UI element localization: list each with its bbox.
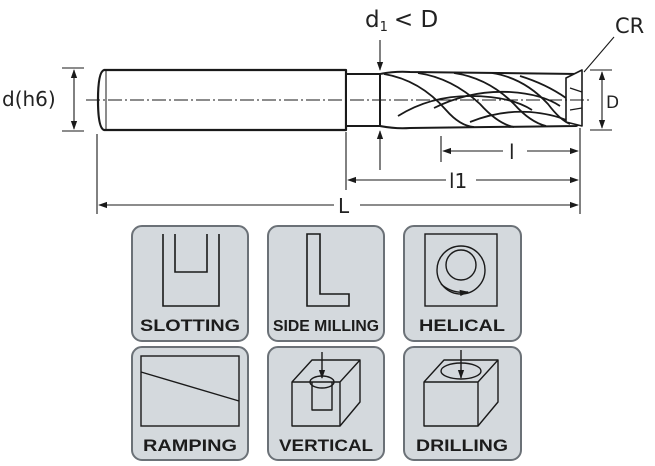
vertical-icon — [291, 352, 361, 427]
tile-label-helical: HELICAL — [419, 316, 505, 335]
helical-icon — [436, 245, 486, 297]
operations-grid: SLOTTING SIDE MILLING HELICAL — [131, 225, 522, 461]
drilling-icon — [423, 350, 499, 427]
tool-flutes — [383, 72, 571, 128]
tile-label-side-milling: SIDE MILLING — [273, 318, 379, 335]
tile-label-drilling: DRILLING — [416, 436, 508, 455]
tile-ramping: RAMPING — [131, 346, 249, 461]
tile-vertical: VERTICAL — [267, 346, 385, 461]
tile-drilling: DRILLING — [403, 346, 522, 461]
label-neck-relief-sub: 1 — [380, 20, 388, 35]
tile-label-ramping: RAMPING — [143, 436, 237, 455]
tile-helical: HELICAL — [403, 225, 522, 342]
tile-slotting: SLOTTING — [131, 225, 249, 342]
label-length-below-shank: l1 — [449, 169, 467, 193]
ramping-icon — [140, 355, 240, 427]
label-cutter-diameter: D — [606, 93, 619, 113]
label-shank-diameter: d(h6) — [2, 87, 56, 111]
tile-label-vertical: VERTICAL — [279, 436, 373, 455]
tile-label-slotting: SLOTTING — [140, 316, 240, 335]
label-neck-relief-relation: < D — [394, 7, 438, 33]
tool-tip — [565, 69, 583, 127]
label-neck-relief-d: d — [365, 7, 380, 33]
label-neck-relief: d1 < D — [365, 7, 438, 35]
tile-side-milling: SIDE MILLING — [267, 225, 385, 342]
end-mill-tool — [96, 68, 583, 132]
side-milling-icon — [306, 233, 350, 307]
label-flute-length: l — [509, 140, 515, 164]
slotting-icon — [162, 234, 220, 307]
label-corner-radius: CR — [615, 14, 644, 38]
label-overall-length: L — [338, 194, 350, 218]
